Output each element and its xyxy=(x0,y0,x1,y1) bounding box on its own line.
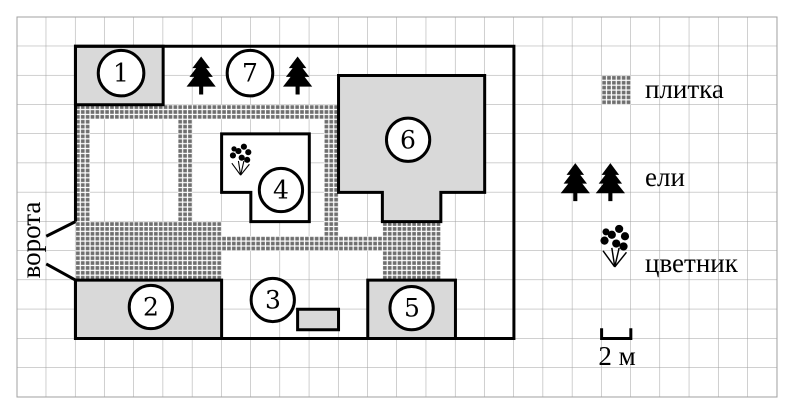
flower-icon xyxy=(229,143,252,176)
tile-path-middle xyxy=(177,104,193,222)
tile-area-house xyxy=(382,221,441,281)
tile-path-right xyxy=(323,104,339,237)
legend-spruces-label: ели xyxy=(645,162,685,192)
spruce-tree-legend-icon xyxy=(560,163,590,202)
tile-path-left xyxy=(75,104,91,222)
marker-circle-3 xyxy=(251,278,294,321)
tile-path-lower xyxy=(221,236,383,251)
marker-label-4: 4 xyxy=(273,176,289,205)
flower-legend-icon xyxy=(600,224,630,268)
gate xyxy=(46,222,75,280)
legend-tiles-label: плитка xyxy=(645,74,724,104)
spruce-tree-icon xyxy=(282,56,313,95)
gate-label: ворота xyxy=(16,202,46,279)
grid-border xyxy=(16,16,778,398)
marker-label-5: 5 xyxy=(404,294,420,323)
marker-circle-2 xyxy=(129,285,172,328)
scale-label: 2 м xyxy=(598,341,635,371)
tile-area-gate xyxy=(75,221,222,281)
marker-circle-7 xyxy=(227,50,273,96)
marker-label-7: 7 xyxy=(242,59,258,88)
spruce-tree-legend-icon xyxy=(595,163,625,202)
marker-label-6: 6 xyxy=(400,126,416,155)
marker-circle-5 xyxy=(390,287,433,330)
legend-flowerbed-label: цветник xyxy=(645,248,739,278)
building-3-small xyxy=(298,309,339,329)
marker-circle-4 xyxy=(259,168,302,211)
tile-path-top xyxy=(75,104,339,120)
plot-boundary xyxy=(75,46,513,338)
tile-legend-swatch xyxy=(601,75,631,105)
spruce-tree-icon xyxy=(186,56,216,95)
marker-circle-1 xyxy=(98,50,144,96)
marker-label-2: 2 xyxy=(143,293,159,322)
marker-circle-6 xyxy=(386,118,429,161)
marker-label-3: 3 xyxy=(265,286,281,315)
scale-bar xyxy=(602,328,631,338)
tile-paths xyxy=(75,104,441,281)
marker-label-1: 1 xyxy=(113,59,129,88)
